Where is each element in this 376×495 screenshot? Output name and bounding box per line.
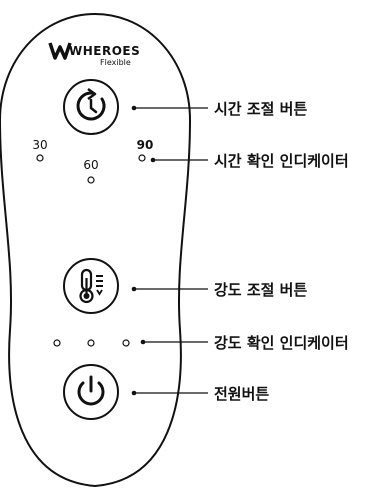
thermometer-icon [79, 268, 103, 304]
time-tick-30: 30 [32, 138, 48, 152]
remote-body [0, 12, 192, 488]
intensity-button[interactable] [63, 258, 119, 314]
label-intensity-button: 강도 조절 버튼 [214, 281, 308, 299]
time-button[interactable] [63, 79, 119, 135]
time-indicator-30 [36, 154, 44, 162]
label-time-button: 시간 조절 버튼 [214, 100, 308, 118]
intensity-indicator-2 [87, 339, 95, 347]
clock-icon [76, 87, 106, 121]
time-indicator-90 [138, 154, 146, 162]
label-intensity-indicator: 강도 확인 인디케이터 [214, 334, 349, 352]
power-button[interactable] [63, 364, 119, 420]
time-tick-90: 90 [136, 138, 154, 152]
brand-tagline: Flexible [100, 58, 131, 67]
intensity-indicator-3 [122, 339, 130, 347]
time-indicator-60 [87, 176, 95, 184]
brand-name: WHEROES [69, 44, 141, 58]
time-tick-60: 60 [83, 158, 99, 172]
intensity-indicator-1 [53, 339, 61, 347]
power-icon [77, 375, 105, 406]
label-time-indicator: 시간 확인 인디케이터 [214, 152, 349, 170]
brand-logo-icon [48, 42, 72, 60]
label-power-button: 전원버튼 [214, 385, 270, 403]
